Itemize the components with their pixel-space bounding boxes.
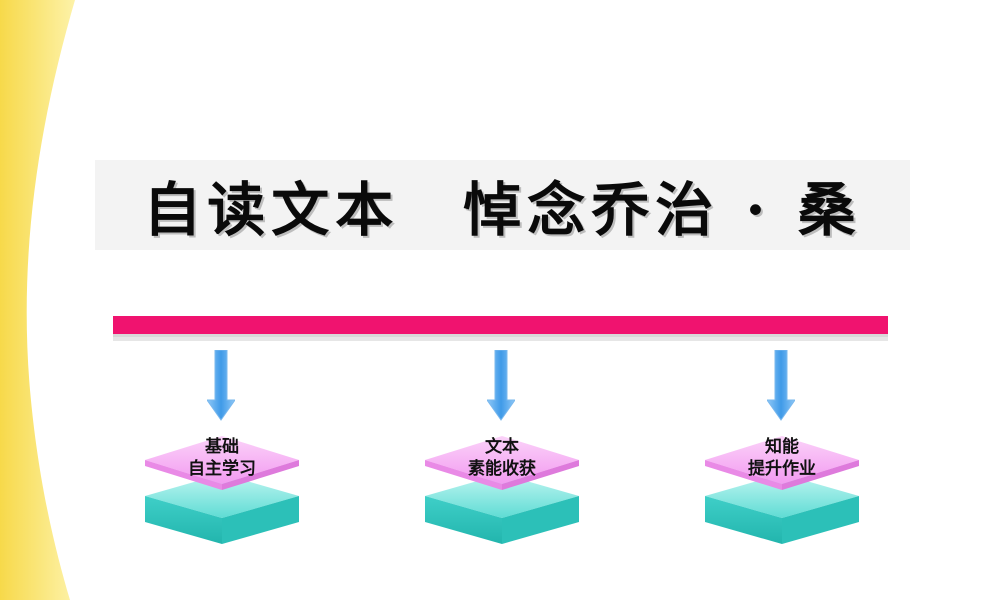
step-label-line1: 文本 bbox=[485, 437, 519, 457]
step-label: 基础 自主学习 bbox=[137, 436, 307, 480]
down-arrow-icon bbox=[487, 350, 515, 421]
step-label-line2: 提升作业 bbox=[748, 459, 816, 479]
step-knowledge-homework[interactable]: 知能 提升作业 bbox=[697, 434, 867, 554]
stacked-tile-icon bbox=[705, 436, 859, 544]
step-label: 文本 素能收获 bbox=[417, 436, 587, 480]
slide-title: 自读文本 悼念乔治 · 桑 bbox=[143, 176, 862, 244]
yellow-curve-decoration bbox=[0, 0, 75, 600]
step-label-line2: 自主学习 bbox=[188, 459, 256, 479]
stacked-tile-icon bbox=[145, 436, 299, 544]
step-text-literacy[interactable]: 文本 素能收获 bbox=[417, 434, 587, 554]
step-label: 知能 提升作业 bbox=[697, 436, 867, 480]
down-arrow-icon bbox=[207, 350, 235, 421]
step-label-line1: 基础 bbox=[205, 437, 239, 457]
step-label-line2: 素能收获 bbox=[468, 459, 536, 479]
title-band: 自读文本 悼念乔治 · 桑 bbox=[95, 160, 910, 250]
down-arrow-icon bbox=[767, 350, 795, 421]
step-label-line1: 知能 bbox=[765, 437, 799, 457]
step-basic-self-study[interactable]: 基础 自主学习 bbox=[137, 434, 307, 554]
divider-bar bbox=[113, 316, 888, 341]
stacked-tile-icon bbox=[425, 436, 579, 544]
